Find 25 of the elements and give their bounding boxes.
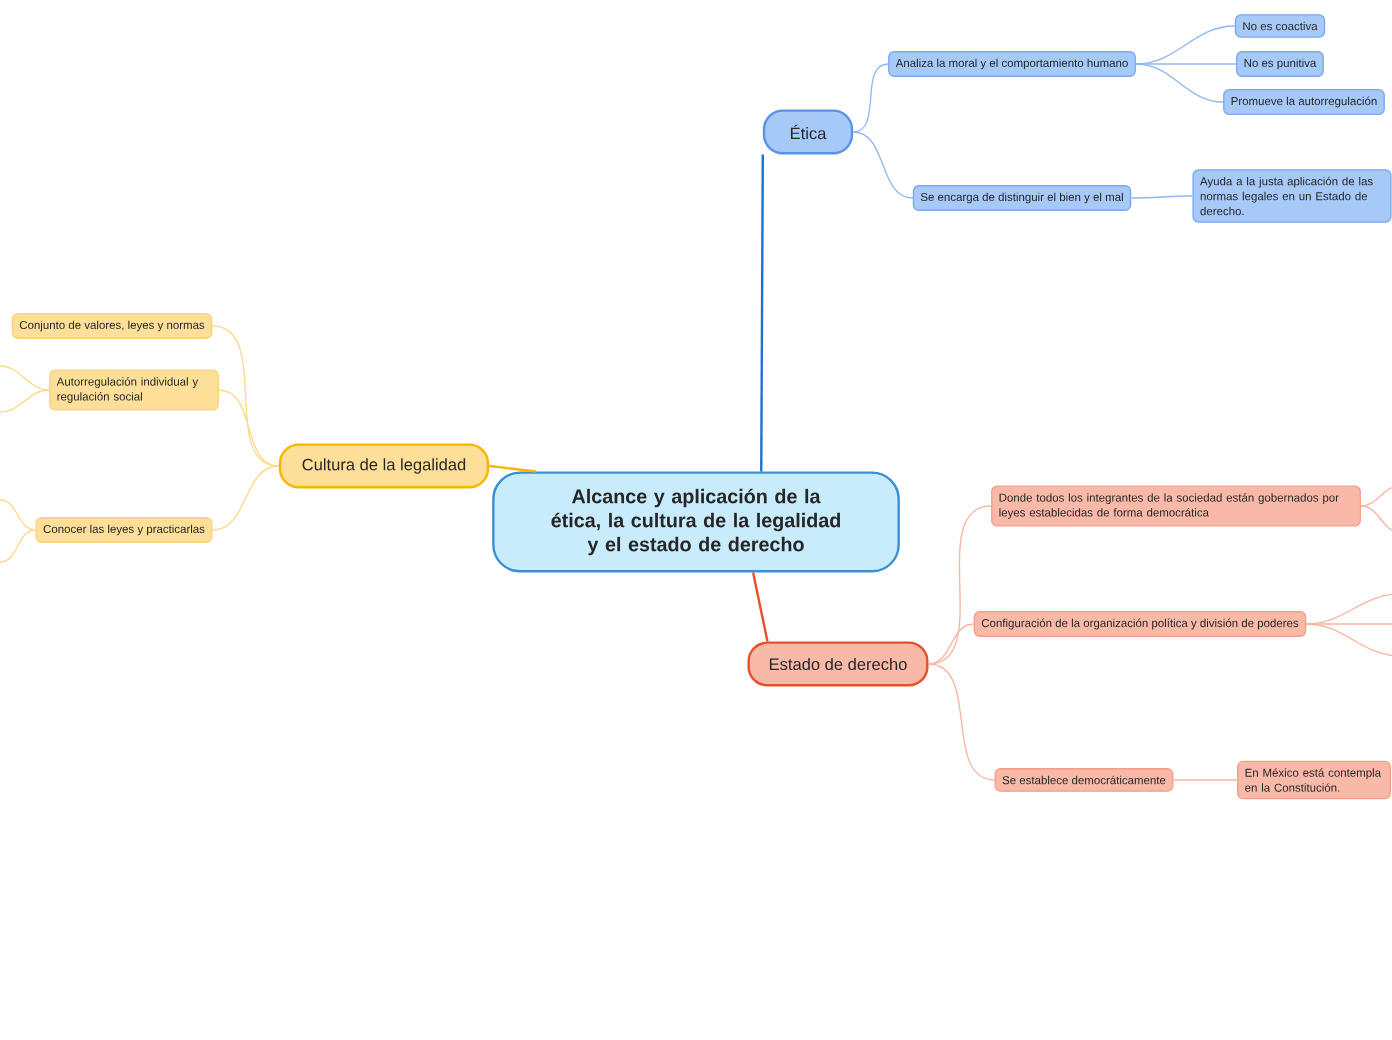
connector [211, 465, 280, 531]
connector [1360, 505, 1392, 533]
connector [760, 154, 764, 472]
topic-box: Estado de derecho [747, 641, 929, 687]
connector [751, 572, 769, 642]
topic-box: Cultura de la legalidad [278, 443, 490, 489]
connector [852, 131, 914, 199]
connector [0, 365, 50, 391]
connector [1135, 63, 1237, 65]
connector [489, 464, 537, 473]
connector [1130, 195, 1194, 199]
central-topic-box: Alcance y aplicación de la ética, la cultura de la legalidad y el estado de derecho [492, 471, 900, 573]
connector [0, 389, 50, 413]
connector [927, 663, 996, 781]
connector [852, 63, 889, 133]
topic-box: Ética [762, 109, 854, 155]
connector [0, 529, 37, 563]
connector [1172, 779, 1238, 781]
connector [0, 499, 37, 531]
connector [1360, 485, 1392, 507]
connector [1305, 623, 1392, 625]
connector [218, 389, 280, 467]
connector [1305, 623, 1392, 657]
connector [927, 623, 975, 665]
connector [1135, 63, 1224, 103]
